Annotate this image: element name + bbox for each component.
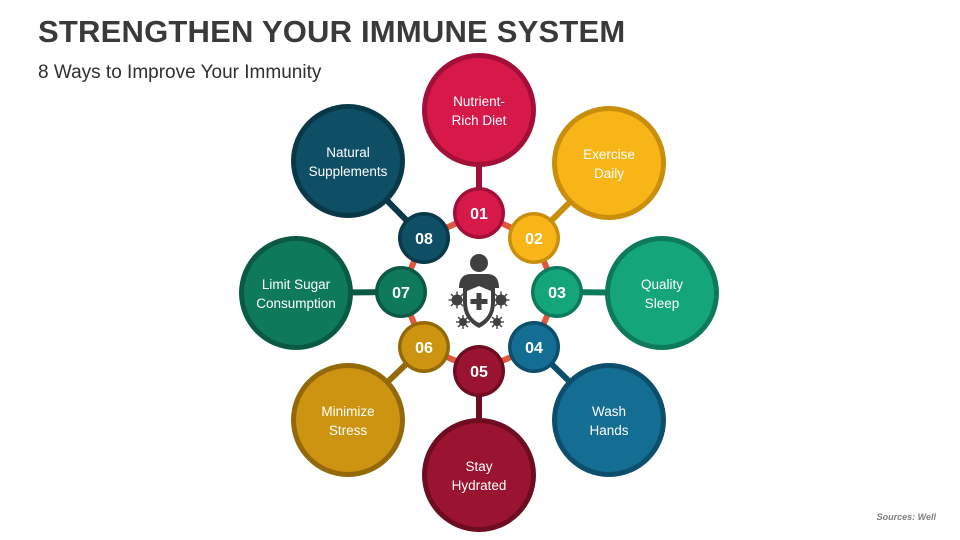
page-title: STRENGTHEN YOUR IMMUNE SYSTEM — [38, 14, 626, 49]
step-node-fill — [511, 215, 557, 261]
label-line-1: Wash — [592, 404, 626, 419]
step-node-fill — [401, 215, 447, 261]
person-shield-virus-icon — [448, 254, 510, 329]
step-node-07: 07 — [375, 266, 427, 318]
step-node-fill — [534, 269, 580, 315]
label-node-fill — [296, 109, 400, 213]
person-head — [470, 254, 488, 272]
step-node-fill — [511, 324, 557, 370]
label-line-2: Hands — [589, 423, 628, 438]
step-number: 05 — [470, 364, 488, 381]
label-line-2: Sleep — [645, 296, 680, 311]
step-node-fill — [456, 348, 502, 394]
step-number: 02 — [525, 231, 543, 248]
step-node-04: 04 — [508, 321, 560, 373]
label-line-1: Exercise — [583, 147, 635, 162]
step-node-03: 03 — [531, 266, 583, 318]
virus-icon — [448, 291, 466, 309]
step-number: 06 — [415, 340, 433, 357]
step-node-fill — [378, 269, 424, 315]
label-line-1: Natural — [326, 145, 370, 160]
step-node-01: 01 — [453, 187, 505, 239]
label-node-fill — [244, 241, 348, 345]
page-subtitle: 8 Ways to Improve Your Immunity — [38, 62, 322, 83]
label-node-01: Nutrient- Rich Diet — [422, 53, 536, 167]
virus-body — [459, 318, 467, 326]
label-line-2: Supplements — [309, 164, 388, 179]
label-line-1: Quality — [641, 277, 683, 292]
virus-body — [495, 294, 507, 306]
label-line-2: Hydrated — [452, 478, 507, 493]
virus-body — [493, 318, 501, 326]
step-number: 07 — [392, 285, 410, 302]
step-node-fill — [456, 190, 502, 236]
label-line-2: Stress — [329, 423, 368, 438]
step-number: 04 — [525, 340, 543, 357]
label-line-2: Rich Diet — [452, 113, 507, 128]
step-node-06: 06 — [398, 321, 450, 373]
number-nodes: 01 02 03 04 05 06 07 08 — [375, 187, 583, 397]
step-number: 08 — [415, 231, 433, 248]
step-number: 01 — [470, 206, 488, 223]
label-node-fill — [557, 368, 661, 472]
virus-body — [451, 294, 463, 306]
step-number: 03 — [548, 285, 566, 302]
person-body — [459, 274, 499, 288]
label-node-fill — [610, 241, 714, 345]
source-note: Sources: Well — [876, 512, 936, 522]
center-icon — [448, 254, 510, 329]
label-line-1: Nutrient- — [453, 94, 505, 109]
label-node-fill — [427, 423, 531, 527]
step-node-08: 08 — [398, 212, 450, 264]
label-node-fill — [427, 58, 531, 162]
label-line-2: Daily — [594, 166, 624, 181]
virus-icon — [492, 291, 510, 309]
label-line-2: Consumption — [256, 296, 336, 311]
label-nodes: Nutrient-Rich DietExerciseDailyQualitySl… — [239, 53, 719, 532]
virus-icon — [456, 315, 470, 329]
step-node-05: 05 — [453, 345, 505, 397]
step-node-02: 02 — [508, 212, 560, 264]
step-node-fill — [401, 324, 447, 370]
label-line-1: Stay — [465, 459, 492, 474]
label-node-fill — [557, 111, 661, 215]
virus-icon — [490, 315, 504, 329]
label-node-fill — [296, 368, 400, 472]
plus-icon-bar — [470, 299, 488, 304]
label-line-1: Limit Sugar — [262, 277, 331, 292]
label-line-1: Minimize — [321, 404, 374, 419]
